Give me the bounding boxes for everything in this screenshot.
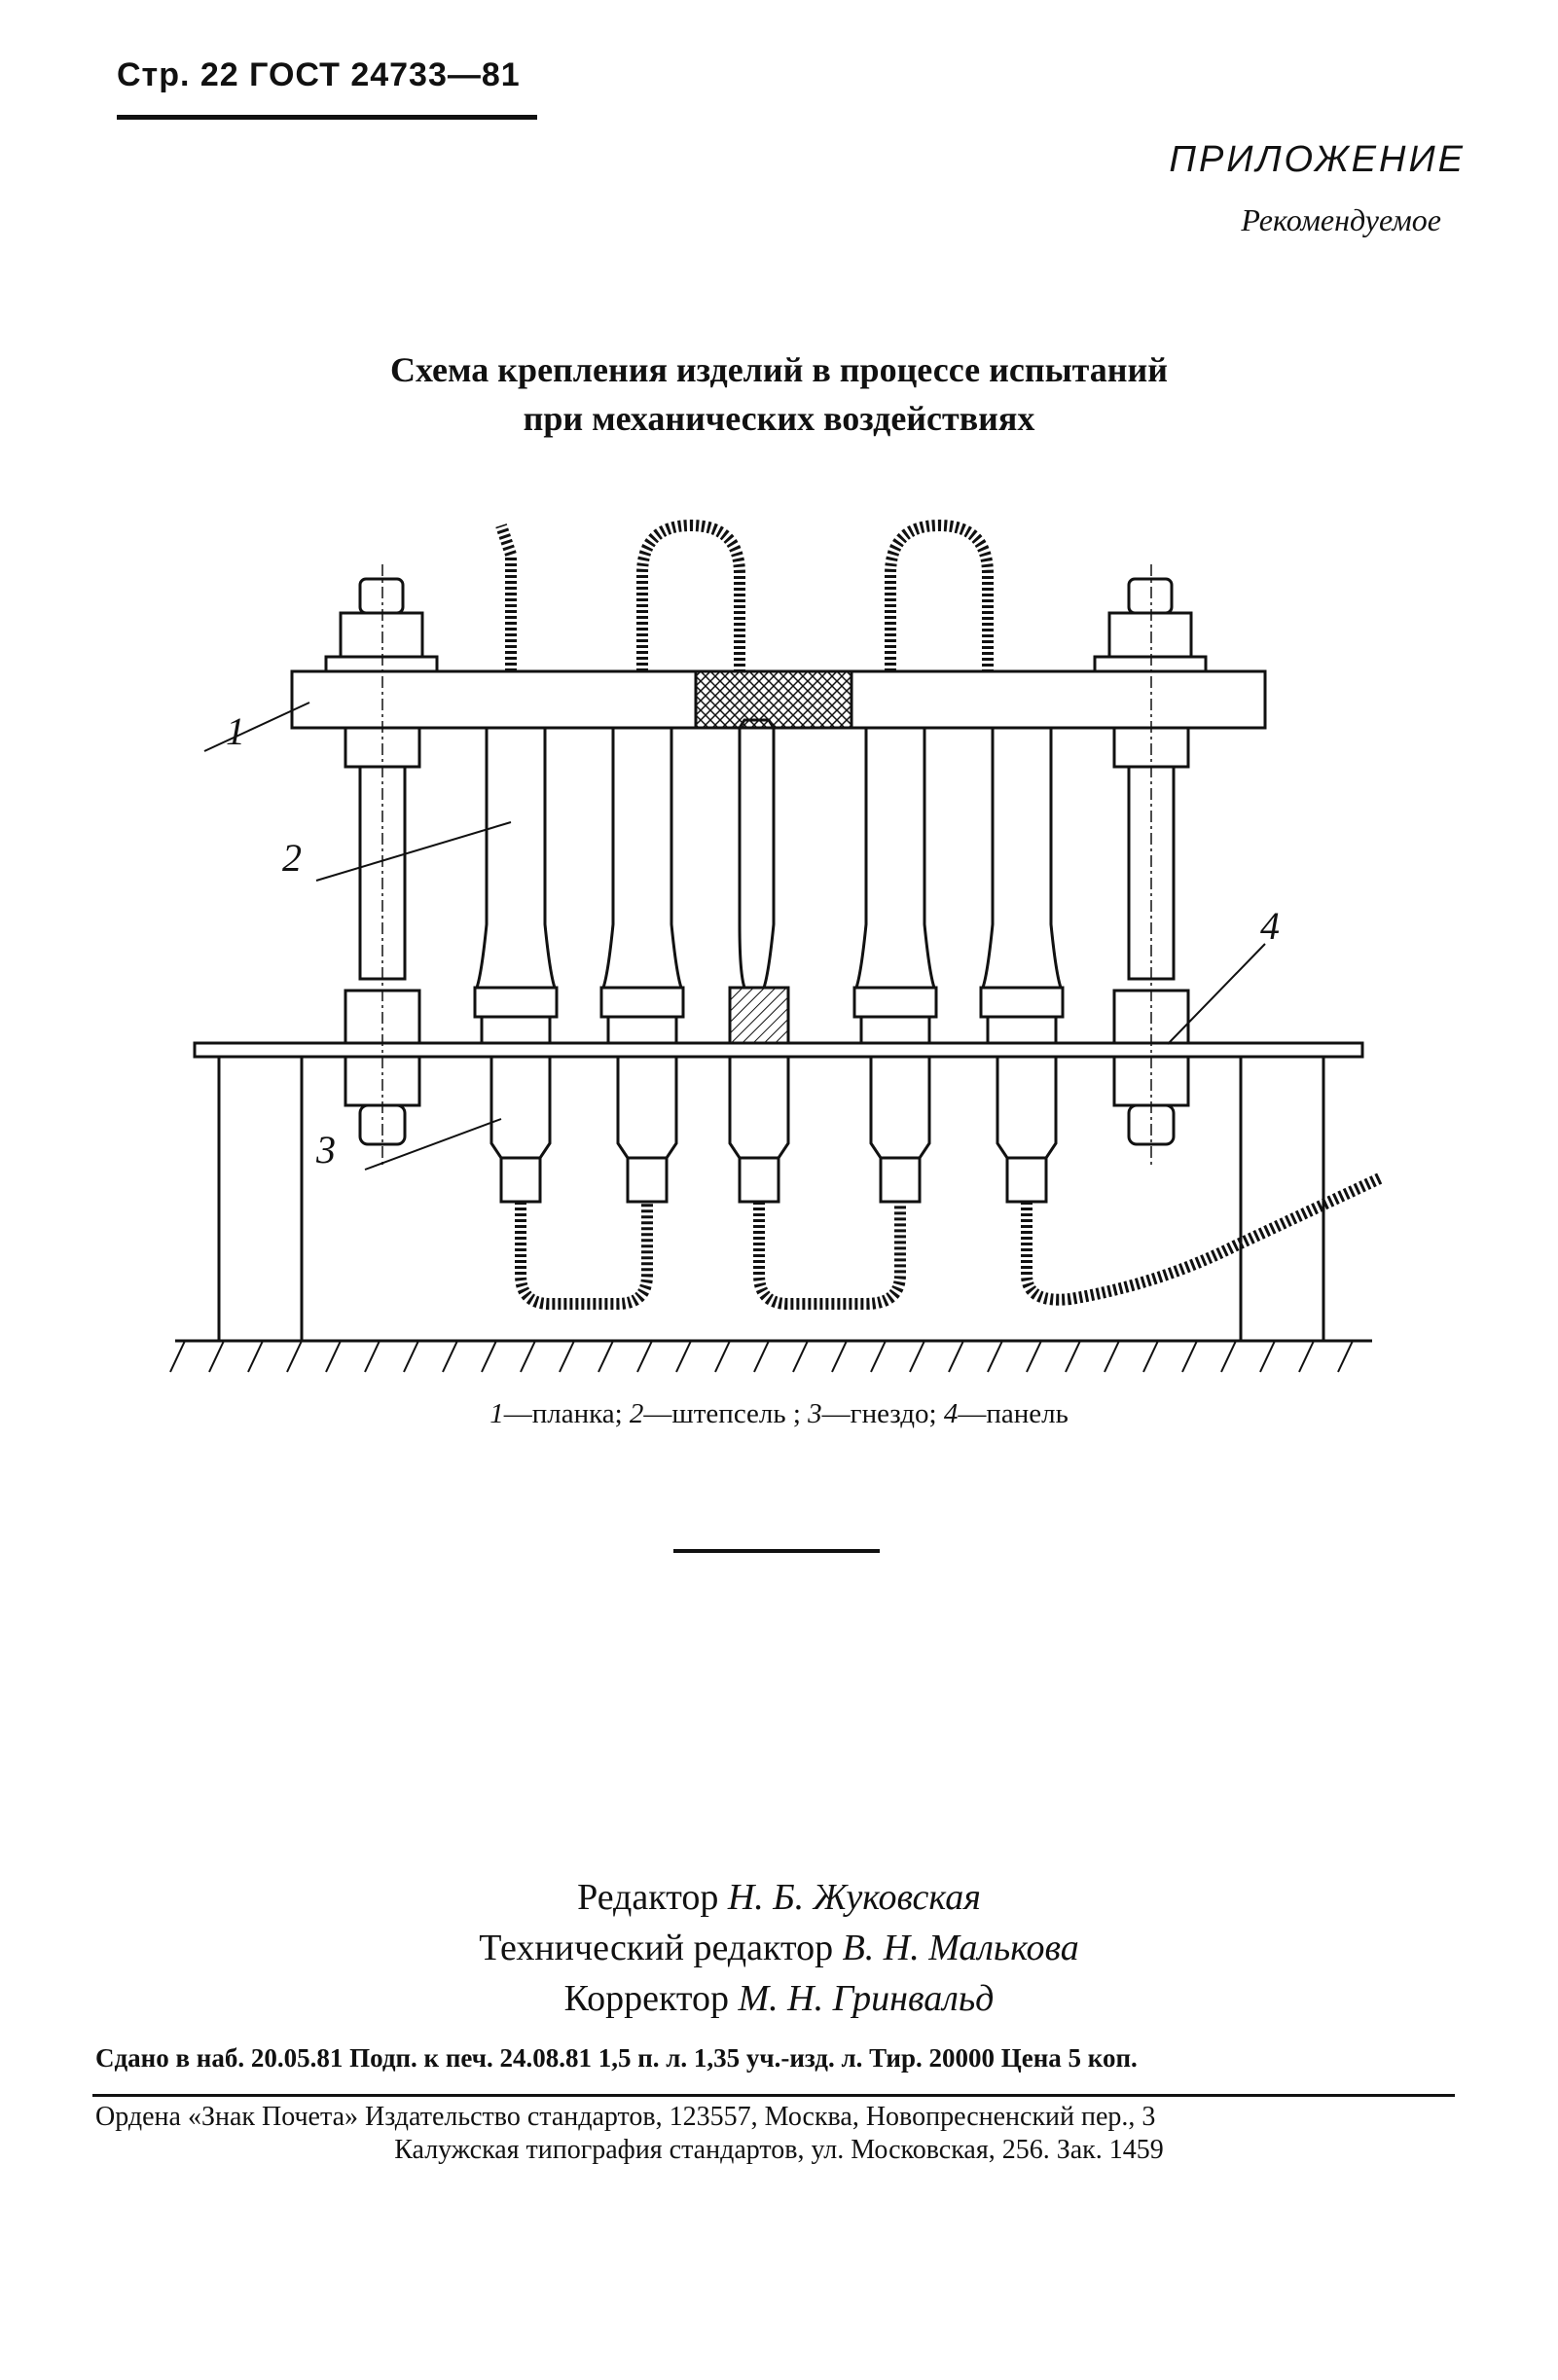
caption-num-3: 3 xyxy=(808,1398,822,1429)
corrector-name: М. Н. Гринвальд xyxy=(738,1978,995,2019)
publisher-line: Ордена «Знак Почета» Издательство станда… xyxy=(95,2102,1156,2132)
credit-tech-editor: Технический редактор В. Н. Малькова xyxy=(0,1923,1558,1973)
planka-insert xyxy=(694,669,853,730)
caption-text-3: —гнездо; xyxy=(821,1398,944,1429)
page-header: Стр. 22 ГОСТ 24733—81 xyxy=(117,56,521,93)
imprint-line: Сдано в наб. 20.05.81 Подп. к печ. 24.08… xyxy=(95,2043,1138,2073)
editor-role: Редактор xyxy=(577,1877,719,1918)
leader-2 xyxy=(315,821,512,882)
leader-4 xyxy=(1167,943,1266,1045)
bottom-cables xyxy=(515,1172,1385,1310)
support-left xyxy=(217,1054,304,1343)
appendix-title: ПРИЛОЖЕНИЕ xyxy=(1169,139,1466,180)
printer-line: Калужская типография стандартов, ул. Мос… xyxy=(394,2135,1164,2165)
panel xyxy=(193,1041,1364,1059)
right-bolt xyxy=(1093,577,1208,1146)
editor-name: Н. Б. Жуковская xyxy=(727,1877,981,1918)
leader-1 xyxy=(203,702,310,752)
label-3: 3 xyxy=(315,1128,336,1172)
section-divider xyxy=(673,1549,880,1553)
appendix-status: Рекомендуемое xyxy=(1241,202,1441,237)
top-cables xyxy=(495,519,994,671)
caption-text-2: —штепсель ; xyxy=(643,1398,809,1429)
tech-editor-name: В. Н. Малькова xyxy=(842,1928,1079,1968)
caption-num-4: 4 xyxy=(943,1398,959,1429)
caption-text-1: —планка; xyxy=(503,1398,630,1429)
credit-editor: Редактор Н. Б. Жуковская xyxy=(0,1872,1558,1923)
label-1: 1 xyxy=(226,709,245,753)
leader-3 xyxy=(364,1118,502,1171)
centerlines xyxy=(381,564,1152,1168)
ground-hatching xyxy=(169,1340,1354,1373)
label-2: 2 xyxy=(282,836,302,880)
imprint-rule xyxy=(92,2094,1455,2097)
corrector-role: Корректор xyxy=(563,1978,730,2019)
figure-title-line-1: Схема крепления изделий в процессе испыт… xyxy=(389,350,1169,389)
mounting-diagram: 1 2 3 4 xyxy=(169,519,1385,1373)
figure-title-line-2: при механических воздействиях xyxy=(523,399,1035,438)
caption-num-2: 2 xyxy=(629,1398,644,1429)
support-right xyxy=(1239,1054,1325,1343)
figure-caption: 1—планка; 2—штепсель ; 3—гнездо; 4—панел… xyxy=(0,1398,1558,1430)
caption-num-1: 1 xyxy=(489,1398,504,1429)
caption-text-4: —панель xyxy=(958,1398,1069,1429)
header-rule xyxy=(117,115,537,120)
sockets xyxy=(489,1057,1058,1204)
tech-editor-role: Технический редактор xyxy=(479,1928,834,1968)
plugs xyxy=(473,718,1065,1045)
label-4: 4 xyxy=(1260,904,1280,948)
credit-corrector: Корректор М. Н. Гринвальд xyxy=(0,1973,1558,2024)
